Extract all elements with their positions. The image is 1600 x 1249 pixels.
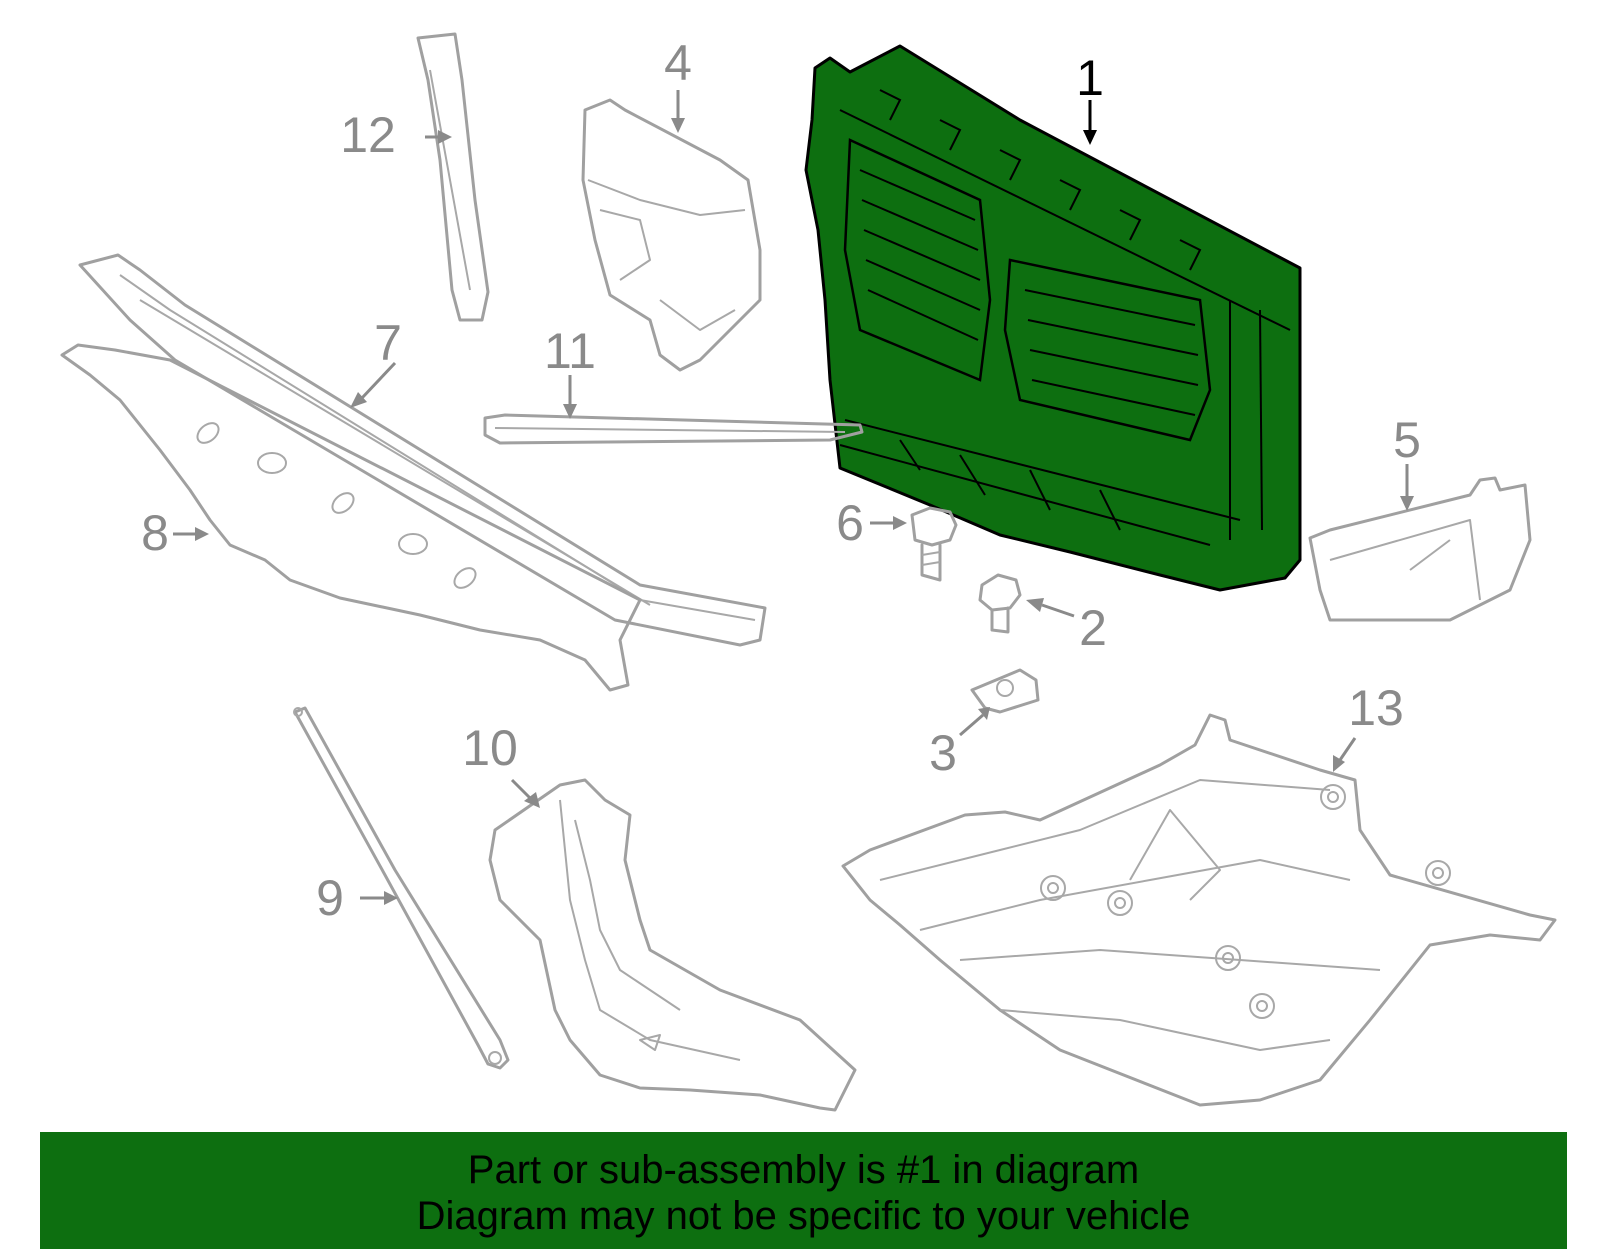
part-6-bolt[interactable]: [910, 506, 958, 582]
part-12-strip[interactable]: [416, 32, 490, 322]
banner-line-disclaimer: Diagram may not be specific to your vehi…: [416, 1193, 1191, 1238]
part-4-air-guide[interactable]: [581, 98, 762, 372]
callout-labels: 1 4 12 7 11 5 6 2 3 8 9 10 13: [141, 35, 1421, 926]
part-8-lower-panel[interactable]: [60, 343, 642, 692]
part-9-rod[interactable]: [293, 706, 510, 1070]
callout-3: 3: [929, 725, 957, 781]
part-1-right-opening: [1003, 258, 1212, 442]
part-1-left-opening: [843, 138, 992, 382]
leader-lines: [173, 90, 1414, 905]
callout-4: 4: [664, 35, 692, 91]
callout-5: 5: [1393, 412, 1421, 468]
part-5-bracket[interactable]: [1308, 476, 1532, 622]
callout-1: 1: [1076, 50, 1104, 106]
callout-10: 10: [462, 720, 518, 776]
part-13-underbody-shield[interactable]: [841, 713, 1557, 1107]
part-1-body: [804, 44, 1302, 592]
info-banner: Part or sub-assembly is #1 in diagram Di…: [40, 1132, 1567, 1249]
callout-7: 7: [374, 315, 402, 371]
callout-8: 8: [141, 505, 169, 561]
part-7-cross-member[interactable]: [78, 253, 767, 647]
callout-2: 2: [1079, 600, 1107, 656]
callout-9: 9: [316, 870, 344, 926]
part-3-clip[interactable]: [970, 668, 1040, 714]
callout-12: 12: [340, 107, 396, 163]
part-1-louvers: [839, 89, 1291, 546]
part-10-side-bracket[interactable]: [488, 778, 857, 1112]
part-2-hex-bolt[interactable]: [978, 573, 1022, 634]
callout-13: 13: [1348, 680, 1404, 736]
part-11-bar[interactable]: [483, 413, 864, 445]
callout-11: 11: [544, 323, 596, 379]
callout-6: 6: [836, 495, 864, 551]
banner-line-part: Part or sub-assembly is #1 in diagram: [467, 1147, 1140, 1192]
part-1-air-duct[interactable]: [804, 44, 1302, 592]
